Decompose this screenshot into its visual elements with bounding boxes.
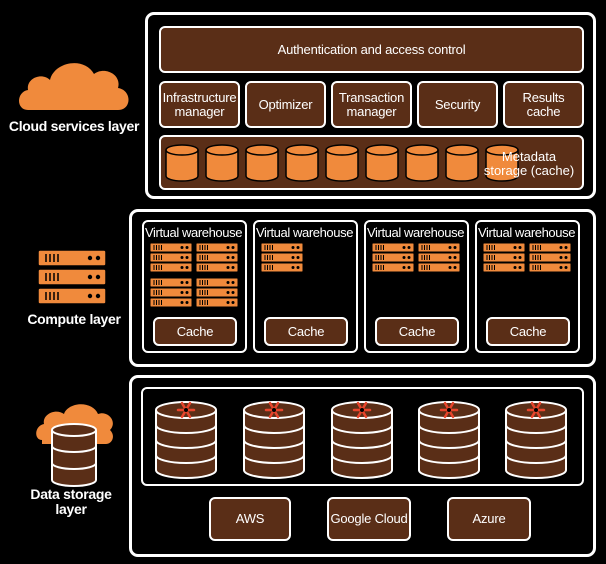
metadata-cylinder-icon — [165, 144, 199, 182]
google-cloud-box: Google Cloud — [327, 497, 411, 541]
virtual-warehouse-3 — [364, 220, 469, 353]
metadata-cylinder-icon — [445, 144, 479, 182]
virtual-warehouse-2-title: Virtual warehouse — [256, 225, 354, 240]
database-icon — [155, 401, 217, 479]
server-icon — [528, 242, 572, 273]
snowflake-icon — [352, 401, 372, 419]
server-icon — [149, 277, 193, 308]
metadata-cylinder-icon — [405, 144, 439, 182]
database-group — [141, 387, 584, 486]
snowflake-icon — [439, 401, 459, 419]
compute-layer-label: Compute layer — [27, 311, 121, 327]
cloud-icon — [19, 63, 129, 110]
server-icon — [149, 242, 193, 273]
snowflake-icon — [526, 401, 546, 419]
server-icon — [371, 242, 415, 273]
cache-box-1: Cache — [153, 317, 237, 346]
azure-box: Azure — [447, 497, 531, 541]
security-box: Security — [417, 81, 498, 128]
database-icon — [331, 401, 393, 479]
cloud-services-layer — [145, 12, 596, 199]
metadata-cylinder-icon — [285, 144, 319, 182]
cache-box-2: Cache — [264, 317, 348, 346]
cache-box-3: Cache — [375, 317, 459, 346]
virtual-warehouse-4-title: Virtual warehouse — [478, 225, 576, 240]
auth-access-control-box: Authentication and access control — [159, 26, 584, 73]
data-storage-layer — [129, 375, 596, 557]
snowflake-icon — [176, 401, 196, 419]
metadata-cylinder-icon — [245, 144, 279, 182]
cloud-services-layer-label: Cloud services layer — [8, 118, 140, 134]
infrastructure-manager-box: Infrastructure manager — [159, 81, 240, 128]
server-icon — [195, 277, 239, 308]
server-icon — [482, 242, 526, 273]
metadata-storage-label: Metadata storage (cache) — [483, 149, 575, 178]
server-icon — [195, 242, 239, 273]
metadata-cylinders — [165, 144, 519, 182]
virtual-warehouse-2 — [253, 220, 358, 353]
metadata-cylinder-icon — [365, 144, 399, 182]
aws-box: AWS — [209, 497, 291, 541]
server-rack-icon — [37, 249, 107, 305]
virtual-warehouse-1-title: Virtual warehouse — [145, 225, 243, 240]
compute-layer — [129, 209, 596, 367]
virtual-warehouse-4 — [475, 220, 580, 353]
virtual-warehouse-1 — [142, 220, 247, 353]
server-icon — [417, 242, 461, 273]
database-cloud-icon — [36, 404, 113, 487]
optimizer-box: Optimizer — [245, 81, 326, 128]
cache-box-4: Cache — [486, 317, 570, 346]
data-storage-layer-label: Data storage layer — [30, 486, 112, 517]
metadata-cylinder-icon — [325, 144, 359, 182]
snowflake-icon — [264, 401, 284, 419]
database-icon — [418, 401, 480, 479]
transaction-manager-box: Transaction manager — [331, 81, 412, 128]
virtual-warehouse-3-title: Virtual warehouse — [367, 225, 465, 240]
database-icon — [505, 401, 567, 479]
metadata-cylinder-icon — [205, 144, 239, 182]
results-cache-box: Results cache — [503, 81, 584, 128]
database-icon — [243, 401, 305, 479]
server-icon — [260, 242, 304, 273]
metadata-cylinder-icon — [485, 144, 519, 182]
